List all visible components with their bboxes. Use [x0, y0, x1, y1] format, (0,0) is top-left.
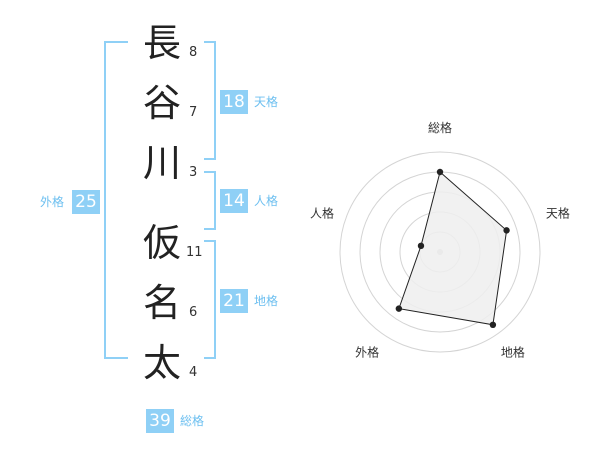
jinkaku-bracket	[204, 171, 216, 230]
radar-point-1	[436, 168, 444, 176]
stroke-count-6: 4	[189, 365, 198, 380]
tenkaku-badge: 18	[220, 90, 248, 114]
radar-point-5	[417, 242, 425, 250]
radar-point-4	[395, 305, 403, 312]
soukaku-badge: 39	[146, 409, 174, 433]
name-char-3: 川	[142, 141, 181, 185]
name-char-2: 谷	[142, 81, 181, 125]
jinkaku-badge: 14	[220, 189, 248, 213]
stroke-count-1: 8	[189, 45, 198, 60]
stroke-count-5: 6	[189, 305, 198, 320]
tenkaku-bracket	[204, 41, 216, 160]
gaikaku-label: 外格	[40, 195, 65, 209]
tenkaku-label: 天格	[254, 95, 279, 109]
radar-point-3	[489, 321, 497, 329]
chikaku-bracket	[204, 240, 216, 359]
radar-axis-label-4: 外格	[355, 344, 379, 359]
gaikaku-badge: 25	[72, 190, 100, 214]
radar-axis-label-3: 地格	[501, 344, 525, 359]
stroke-count-2: 7	[189, 105, 198, 120]
name-char-1: 長	[142, 21, 181, 65]
chikaku-label: 地格	[254, 294, 279, 308]
jinkaku-label: 人格	[254, 194, 279, 208]
name-char-6: 太	[142, 341, 181, 385]
gaikaku-bracket	[104, 41, 128, 359]
radar-axis-label-5: 人格	[310, 206, 334, 221]
stroke-count-4: 11	[186, 245, 203, 260]
radar-axis-label-1: 総格	[428, 120, 452, 135]
radar-axis-label-2: 天格	[546, 206, 570, 221]
name-char-4: 仮	[142, 221, 181, 265]
radar-area	[398, 171, 508, 326]
chikaku-badge: 21	[220, 289, 248, 313]
radar-point-2	[503, 227, 510, 234]
radar-ring	[339, 151, 541, 353]
soukaku-label: 総格	[180, 414, 205, 428]
name-char-5: 名	[142, 281, 181, 325]
stroke-count-3: 3	[189, 165, 198, 180]
